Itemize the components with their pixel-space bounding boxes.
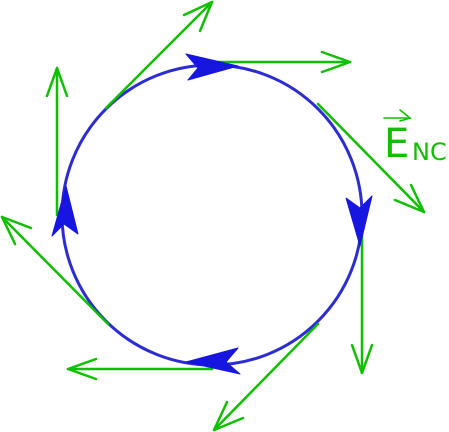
loop-arrow-top (185, 53, 239, 81)
loop-direction-arrows (51, 53, 373, 375)
arrow-overline-icon (383, 109, 412, 122)
loop-arrow-right (345, 195, 373, 247)
field-vector-right (350, 213, 374, 375)
field-vector-upper-right (316, 102, 426, 214)
loop-circle (60, 63, 364, 367)
field-vector-bottom (66, 357, 214, 381)
field-label: E NC (383, 109, 447, 167)
field-vector-lower-right (212, 322, 320, 432)
field-vector-lower-left (0, 215, 110, 326)
field-label-main: E (384, 121, 409, 167)
field-label-subscript: NC (412, 138, 447, 166)
loop-arrow-left (51, 185, 79, 237)
field-vector-top (210, 50, 352, 74)
loop-arrow-bottom (185, 347, 241, 375)
field-vector-upper-left (104, 0, 214, 110)
field-vector-left (45, 66, 69, 217)
field-vectors (0, 0, 426, 432)
